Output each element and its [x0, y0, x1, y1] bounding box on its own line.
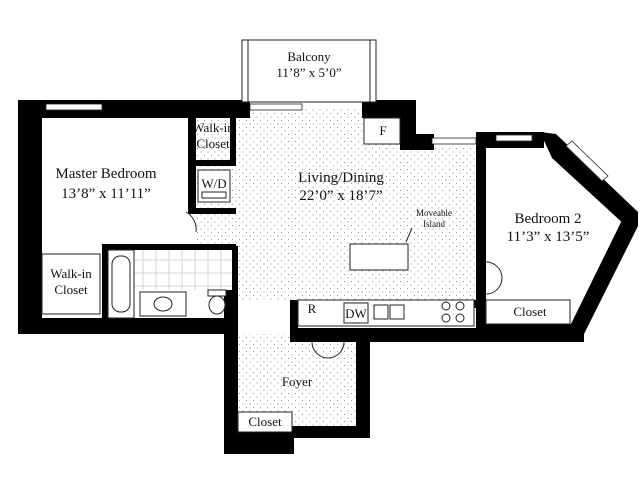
dishwasher-label: DW	[345, 306, 367, 321]
bathroom	[107, 249, 232, 319]
island-label-line1: Moveable	[416, 208, 452, 218]
bedroom2-dims: 11’3” x 13’5”	[507, 229, 590, 245]
closet-bedroom2	[485, 299, 571, 325]
refrigerator-label: R	[308, 301, 317, 316]
living-dining-name: Living/Dining	[298, 170, 384, 186]
closet-foyer	[237, 411, 293, 433]
doors	[185, 211, 503, 359]
fridge-label: F	[379, 123, 386, 138]
room-labels: Balcony 11’8” x 5’0” Master Bedroom 13’8…	[50, 49, 589, 429]
laundry-label: W/D	[201, 176, 226, 191]
windows	[45, 103, 609, 182]
foyer-label: Foyer	[282, 374, 313, 389]
island-label-line2: Island	[423, 219, 445, 229]
kitchen-counter	[297, 299, 475, 327]
laundry-unit	[197, 169, 231, 203]
walkin-closet-lower	[41, 253, 101, 315]
bedroom2-name: Bedroom 2	[514, 211, 581, 227]
balcony-name: Balcony	[287, 49, 331, 64]
balcony	[241, 39, 377, 103]
walkin-closet-top-line1: Walk-in	[192, 120, 234, 135]
master-bedroom-name: Master Bedroom	[55, 166, 157, 182]
balcony-dims: 11’8” x 5’0”	[276, 65, 341, 80]
walkin-closet-bottom-line2: Closet	[54, 282, 88, 297]
walls	[18, 100, 638, 454]
master-bedroom-dims: 13’8” x 11’11”	[61, 186, 151, 202]
closet-foyer-label: Closet	[248, 414, 282, 429]
fridge	[363, 117, 401, 145]
living-dining-dims: 22’0” x 18’7”	[299, 188, 382, 204]
island	[349, 227, 413, 271]
walkin-closet-bottom-line1: Walk-in	[50, 266, 92, 281]
closet-bedroom2-label: Closet	[513, 304, 547, 319]
walkin-closet-top-line2: Closet	[196, 136, 230, 151]
